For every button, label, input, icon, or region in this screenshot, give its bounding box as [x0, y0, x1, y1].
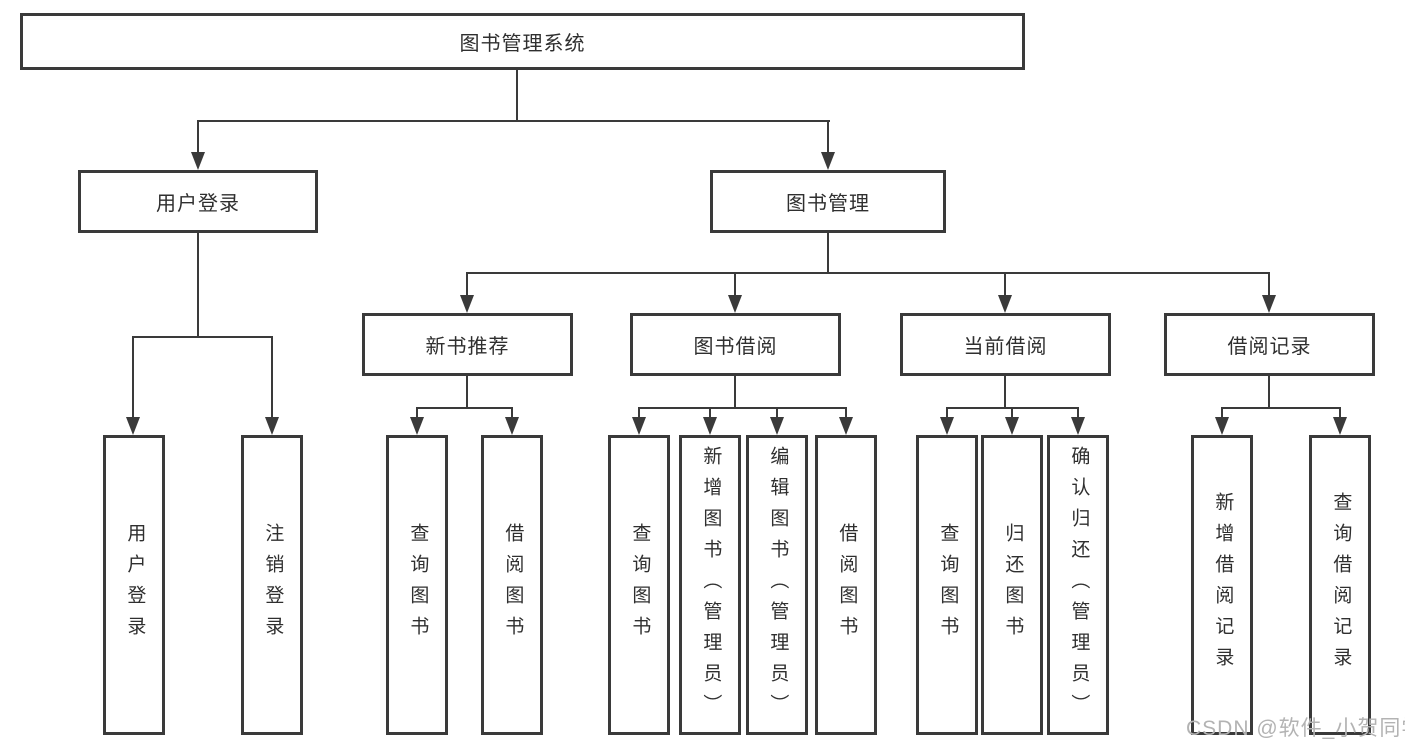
node-borrowing-records-label: 借阅记录: [1227, 336, 1312, 358]
connector-drop-book-management: [827, 120, 829, 152]
arrowhead-down: [703, 417, 717, 435]
leaf-borrow-books-recommend-label: 借阅图书: [502, 523, 524, 647]
leaf-add-book-admin: 新增图书（管理员）: [679, 435, 741, 735]
connector-drop-user-login: [197, 120, 199, 152]
connector-book-borrow-stub: [734, 376, 736, 407]
connector-drop: [638, 407, 640, 419]
connector-drop: [1339, 407, 1341, 419]
connector-user-login-stub: [197, 233, 199, 336]
node-new-book-recommendation-label: 新书推荐: [425, 336, 510, 358]
arrowhead-down: [940, 417, 954, 435]
leaf-add-book-admin-label: 新增图书（管理员）: [700, 445, 722, 725]
leaf-query-books-recommend: 查询图书: [386, 435, 448, 735]
connector-drop-leaf-user-login: [132, 336, 134, 417]
node-current-borrowing: 当前借阅: [900, 313, 1111, 376]
connector-drop-current-borrow: [1004, 272, 1006, 295]
connector-current-borrow-stub: [1004, 376, 1006, 407]
node-current-borrowing-label: 当前借阅: [963, 336, 1048, 358]
leaf-borrow-books-borrowing: 借阅图书: [815, 435, 877, 735]
leaf-query-books-current: 查询图书: [916, 435, 978, 735]
arrowhead-down: [410, 417, 424, 435]
connector-drop: [511, 407, 513, 419]
connector-book-management-bar: [466, 272, 1270, 274]
connector-drop: [776, 407, 778, 419]
connector-drop-book-borrow: [734, 272, 736, 295]
leaf-query-books-recommend-label: 查询图书: [407, 523, 429, 647]
connector-root-bar: [197, 120, 830, 122]
leaf-return-book-label: 归还图书: [1002, 523, 1024, 647]
connector-drop: [1221, 407, 1223, 419]
arrowhead-down: [998, 295, 1012, 313]
arrowhead-down: [1333, 417, 1347, 435]
node-library-management-system: 图书管理系统: [20, 13, 1025, 70]
leaf-add-borrow-record: 新增借阅记录: [1191, 435, 1253, 735]
arrowhead-down: [1071, 417, 1085, 435]
connector-drop: [709, 407, 711, 419]
leaf-edit-book-admin: 编辑图书（管理员）: [746, 435, 808, 735]
leaf-query-borrow-record: 查询借阅记录: [1309, 435, 1371, 735]
arrowhead-down: [505, 417, 519, 435]
connector-new-book-bar: [416, 407, 513, 409]
connector-book-management-stub: [827, 233, 829, 272]
leaf-user-login-label: 用户登录: [124, 523, 146, 647]
leaf-edit-book-admin-label: 编辑图书（管理员）: [767, 445, 789, 725]
leaf-user-login: 用户登录: [103, 435, 165, 735]
leaf-borrow-books-borrowing-label: 借阅图书: [836, 523, 858, 647]
leaf-borrow-books-recommend: 借阅图书: [481, 435, 543, 735]
connector-drop: [1077, 407, 1079, 419]
connector-borrow-records-stub: [1268, 376, 1270, 407]
arrowhead-down: [1005, 417, 1019, 435]
csdn-watermark: CSDN @软件_小贺同学: [1186, 717, 1405, 740]
connector-borrow-records-bar: [1221, 407, 1341, 409]
node-borrowing-records: 借阅记录: [1164, 313, 1375, 376]
node-new-book-recommendation: 新书推荐: [362, 313, 573, 376]
arrowhead-down: [839, 417, 853, 435]
connector-user-login-bar: [132, 336, 273, 338]
arrowhead-down: [126, 417, 140, 435]
leaf-confirm-return-admin-label: 确认归还（管理员）: [1068, 445, 1090, 725]
node-book-borrowing: 图书借阅: [630, 313, 841, 376]
arrowhead-down: [1262, 295, 1276, 313]
arrowhead-down: [460, 295, 474, 313]
arrowhead-down: [265, 417, 279, 435]
node-book-borrowing-label: 图书借阅: [693, 336, 778, 358]
node-book-management: 图书管理: [710, 170, 946, 233]
connector-root-stub: [516, 70, 518, 120]
connector-drop: [1011, 407, 1013, 419]
arrowhead-down: [1215, 417, 1229, 435]
connector-drop-borrow-records: [1268, 272, 1270, 295]
connector-drop-new-book: [466, 272, 468, 295]
node-user-login-label: 用户登录: [156, 193, 240, 215]
connector-new-book-stub: [466, 376, 468, 407]
connector-drop: [946, 407, 948, 419]
leaf-confirm-return-admin: 确认归还（管理员）: [1047, 435, 1109, 735]
leaf-query-books-borrowing-label: 查询图书: [629, 523, 651, 647]
leaf-return-book: 归还图书: [981, 435, 1043, 735]
leaf-query-books-current-label: 查询图书: [937, 523, 959, 647]
node-library-management-system-label: 图书管理系统: [459, 33, 586, 55]
leaf-query-borrow-record-label: 查询借阅记录: [1330, 492, 1352, 678]
connector-drop-leaf-logout: [271, 336, 273, 417]
leaf-logout: 注销登录: [241, 435, 303, 735]
arrowhead-down: [632, 417, 646, 435]
leaf-add-borrow-record-label: 新增借阅记录: [1212, 492, 1234, 678]
arrowhead-down: [821, 152, 835, 170]
arrowhead-down: [728, 295, 742, 313]
connector-drop: [416, 407, 418, 419]
node-book-management-label: 图书管理: [786, 193, 870, 215]
leaf-logout-label: 注销登录: [262, 523, 284, 647]
arrowhead-down: [191, 152, 205, 170]
connector-drop: [845, 407, 847, 419]
leaf-query-books-borrowing: 查询图书: [608, 435, 670, 735]
connector-book-borrow-bar: [638, 407, 847, 409]
arrowhead-down: [770, 417, 784, 435]
node-user-login: 用户登录: [78, 170, 318, 233]
